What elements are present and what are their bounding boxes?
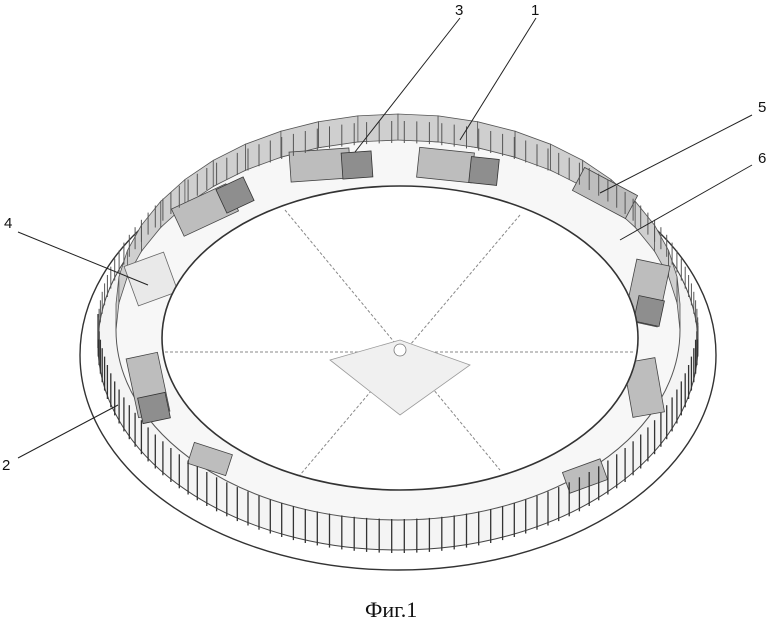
module-top-left-dark <box>340 150 374 180</box>
module-top-right <box>416 146 475 184</box>
axis-diagonal-1 <box>284 209 501 471</box>
central-opening <box>161 185 639 491</box>
leader-1 <box>459 17 537 141</box>
callout-5: 5 <box>758 99 766 116</box>
leader-5 <box>599 114 753 194</box>
callout-6: 6 <box>758 150 766 167</box>
center-plate <box>329 339 471 416</box>
callout-3: 3 <box>455 2 463 19</box>
equipment-modules <box>123 146 671 494</box>
leader-lines <box>17 17 753 459</box>
callout-2: 2 <box>2 457 10 474</box>
module-right-lower <box>622 357 665 418</box>
module-right-upper-dark <box>633 295 665 327</box>
module-4-tank <box>123 251 179 307</box>
leader-3 <box>354 17 461 153</box>
module-bottom-left <box>187 441 233 477</box>
leader-6 <box>619 164 753 241</box>
module-left-lower-dark <box>137 391 171 425</box>
figure-caption: Фиг.1 <box>365 597 417 622</box>
leader-2 <box>17 404 119 459</box>
module-top-right-dark <box>468 156 500 186</box>
wall-panel <box>676 276 681 331</box>
perimeter-fins <box>97 121 699 553</box>
leader-4 <box>17 231 149 286</box>
callout-1: 1 <box>531 2 539 19</box>
wall-panel <box>318 115 359 149</box>
center-hub <box>393 343 407 357</box>
module-left-upper-dark <box>215 176 255 214</box>
callout-4: 4 <box>4 215 12 232</box>
